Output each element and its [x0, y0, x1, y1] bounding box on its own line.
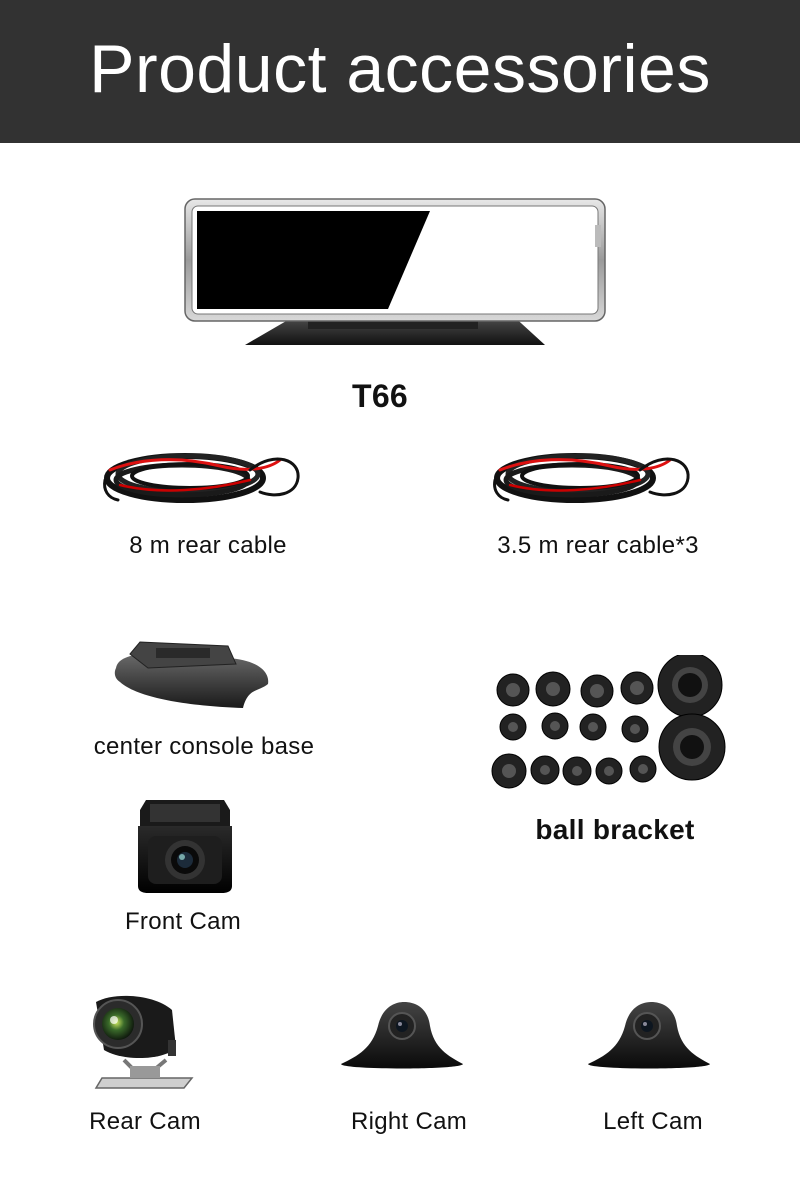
console-base-icon [114, 641, 269, 708]
cable-coil-icon [493, 453, 690, 503]
console-base-label: center console base [93, 733, 315, 760]
rear-cam-label: Rear Cam [89, 1108, 201, 1135]
header-banner: Product accessories [0, 0, 800, 143]
page-title: Product accessories [89, 31, 711, 107]
cable-coil-icon [103, 453, 300, 503]
mirror-dashcam-icon [184, 198, 606, 345]
cable-8m-label: 8 m rear cable [129, 532, 287, 559]
rear-camera-icon [93, 995, 194, 1089]
ball-bracket-label: ball bracket [535, 814, 695, 845]
main-unit-label: T66 [351, 378, 409, 414]
ball-bracket-icon [491, 655, 726, 789]
side-camera-icon [341, 1002, 463, 1069]
front-camera-icon [138, 800, 232, 893]
cable-3-5m-label: 3.5 m rear cable*3 [497, 532, 699, 559]
side-camera-icon [588, 1002, 710, 1069]
left-cam-label: Left Cam [603, 1108, 703, 1135]
right-cam-label: Right Cam [350, 1108, 468, 1135]
front-cam-label: Front Cam [124, 908, 242, 935]
